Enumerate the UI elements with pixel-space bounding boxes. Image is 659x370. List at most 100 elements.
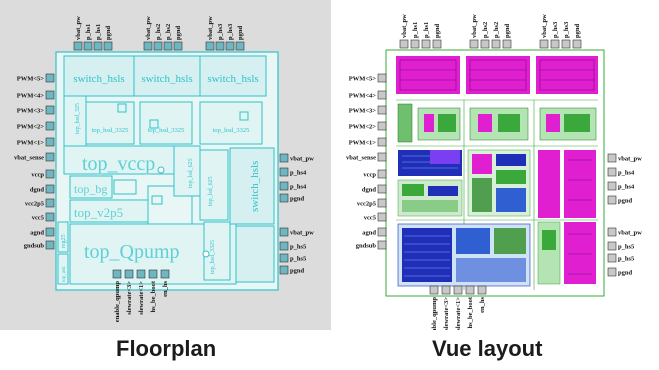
fp-right-pin-1: p_hs4 <box>279 167 307 177</box>
vue-right-pin-7: pgnd <box>607 267 632 277</box>
floorplan-panel: switch_hsls switch_hsls switch_hsls top_… <box>0 0 331 330</box>
vue-power-v-block-1 <box>564 150 596 218</box>
fp-hsd-block-2 <box>139 101 193 145</box>
vue-right-pin-label: pgnd <box>618 198 632 205</box>
vue-top-pin-label: vbat_pw <box>401 14 408 38</box>
fp-marker-dot-2 <box>202 250 210 258</box>
vue-right-pin-label: p_hs5 <box>618 244 635 251</box>
vue-left-pin-6: vccp <box>363 169 387 179</box>
fp-top-pin-label: vbat_pw <box>145 16 152 40</box>
vue-left-pin-label: vccp <box>363 172 376 179</box>
fp-left-pin-10: agnd <box>30 227 55 237</box>
fp-hsd-block-1 <box>85 101 135 145</box>
vue-bottom-pin-2: slewrate<1> <box>453 285 463 331</box>
vue-left-pin-10: agnd <box>362 227 387 237</box>
fp-top-pin-label: vbat_pw <box>75 16 82 40</box>
fp-left-pin-label: PWM<3> <box>17 108 45 115</box>
vue-power-block-3 <box>536 56 598 94</box>
vue-left-pin-7: dgnd <box>362 184 387 194</box>
fp-left-pin-11: gndsub <box>24 240 55 250</box>
fp-mid-marker <box>151 195 163 205</box>
fp-switch-block-2: switch_hsls <box>133 55 201 97</box>
vue-bg-core-b <box>428 186 458 196</box>
vue-right-pin-3: pgnd <box>607 195 632 205</box>
vue-top-pin-6: p_hs2 <box>491 22 501 49</box>
vue-left-pin-label: PWM<4> <box>349 93 377 100</box>
fp-top-pin-6: p_hs2 <box>163 24 173 51</box>
vue-qpump-core-3 <box>494 228 526 254</box>
vue-bottom-pin-0: enable_qpump <box>429 285 439 338</box>
fp-switch-v-block-2 <box>235 225 275 283</box>
vue-left-pin-3: PWM<2> <box>349 121 387 131</box>
fp-switch-label-1: switch_hsls <box>73 73 124 85</box>
fp-left-pin-label: vcc5 <box>32 215 45 222</box>
vue-right-pin-label: p_hs4 <box>618 184 635 191</box>
fp-left-pin-label: PWM<4> <box>17 93 45 100</box>
vue-vccp-sub <box>430 150 460 164</box>
fp-hsd-label-1: top_hsd_3325 <box>92 127 129 134</box>
fp-top-pin-1: p_hs1 <box>83 24 93 51</box>
vue-top-pin-label: p_hs1 <box>412 22 419 38</box>
fp-lsd-v-label: top_lsd_625 <box>188 158 194 188</box>
vue-left-pin-label: agnd <box>362 230 376 237</box>
vue-left-pin-label: PWM<5> <box>349 76 377 83</box>
fp-reg-block <box>57 221 69 253</box>
vue-hsd-3-core <box>546 114 560 132</box>
fp-left-pin-2: PWM<3> <box>17 105 55 115</box>
vue-left-pin-label: gndsub <box>356 243 377 250</box>
fp-left-pin-0: PWM<5> <box>17 73 55 83</box>
fp-right-pin-0: vbat_pw <box>279 153 314 163</box>
fp-right-pin-label: p_hs5 <box>290 244 307 251</box>
fp-qpump-label: top_Qpump <box>84 241 180 263</box>
vue-lsd-block-1 <box>538 150 560 218</box>
vue-bottom-pin-4: en_hs <box>477 285 487 313</box>
fp-hsd-v-block <box>203 221 231 281</box>
fp-left-pin-1: PWM<4> <box>17 90 55 100</box>
fp-hsd-label-3: top_hsd_3325 <box>213 127 250 134</box>
vue-left-pin-label: vcc2p5 <box>357 201 377 208</box>
vue-bottom-pin-label: hs_be_boot <box>467 296 474 328</box>
vue-left-pin-4: PWM<1> <box>349 137 387 147</box>
fp-top-pin-9: p_hs3 <box>215 23 225 51</box>
fp-left-pin-9: vcc5 <box>32 212 55 222</box>
fp-top-pin-label: p_hs3 <box>227 23 234 40</box>
vue-left-pin-label: vbat_sense <box>346 155 376 162</box>
fp-bottom-pin-label: hs_be_boot <box>150 280 157 312</box>
vue-top-pin-4: vbat_pw <box>469 14 479 49</box>
fp-right-pin-2: p_hs4 <box>279 181 307 191</box>
vue-top-pin-10: p_hs3 <box>561 21 571 49</box>
vue-bottom-pin-3: hs_be_boot <box>465 285 475 328</box>
fp-switch-v-label-1: switch_hsls <box>249 161 261 212</box>
fp-top-pin-label: pgnd <box>175 26 182 40</box>
vue-right-pin-2: p_hs4 <box>607 181 635 191</box>
vue-left-pin-2: PWM<3> <box>349 105 387 115</box>
vue-qpump-lines <box>404 235 450 277</box>
fp-bg-label: top_bg <box>74 182 107 196</box>
fp-top-pin-4: vbat_pw <box>143 16 153 51</box>
vue-top-pin-7: pgnd <box>502 24 512 49</box>
fp-bottom-pin-label: en_hs <box>162 281 169 297</box>
vue-right-pin-6: p_hs5 <box>607 253 635 263</box>
fp-top-pin-2: p_hs1 <box>93 24 103 51</box>
vue-right-pin-4: vbat_pw <box>607 227 642 237</box>
fp-vccp-block <box>63 145 175 175</box>
vue-hsd-2-core <box>478 114 492 132</box>
vue-top-pin-5: p_hs2 <box>480 22 490 49</box>
fp-top-pin-10: p_hs3 <box>225 23 235 51</box>
vue-left-pin-5: vbat_sense <box>346 152 387 162</box>
floorplan-caption: Floorplan <box>116 336 217 361</box>
vue-hsd-1-core <box>424 114 434 132</box>
vue-top-pin-label: p_hs2 <box>493 22 500 38</box>
fp-right-pin-label: vbat_pw <box>290 230 314 237</box>
fp-hsd-marker-1 <box>117 103 127 113</box>
vue-top-pin-label: vbat_pw <box>541 14 548 38</box>
vue-power-block-2 <box>466 56 530 94</box>
fp-bottom-pin-3: hs_be_boot <box>148 269 158 312</box>
floorplan-diagram: switch_hsls switch_hsls switch_hsls top_… <box>14 16 314 322</box>
vue-hsd-2-core-b <box>498 114 520 132</box>
vue-top-pin-label: pgnd <box>504 24 511 38</box>
vue-qpump-core-1 <box>402 228 452 282</box>
fp-bottom-pin-1: slewrate<3> <box>124 269 134 315</box>
vue-top-pin-2: p_hs1 <box>421 22 431 49</box>
